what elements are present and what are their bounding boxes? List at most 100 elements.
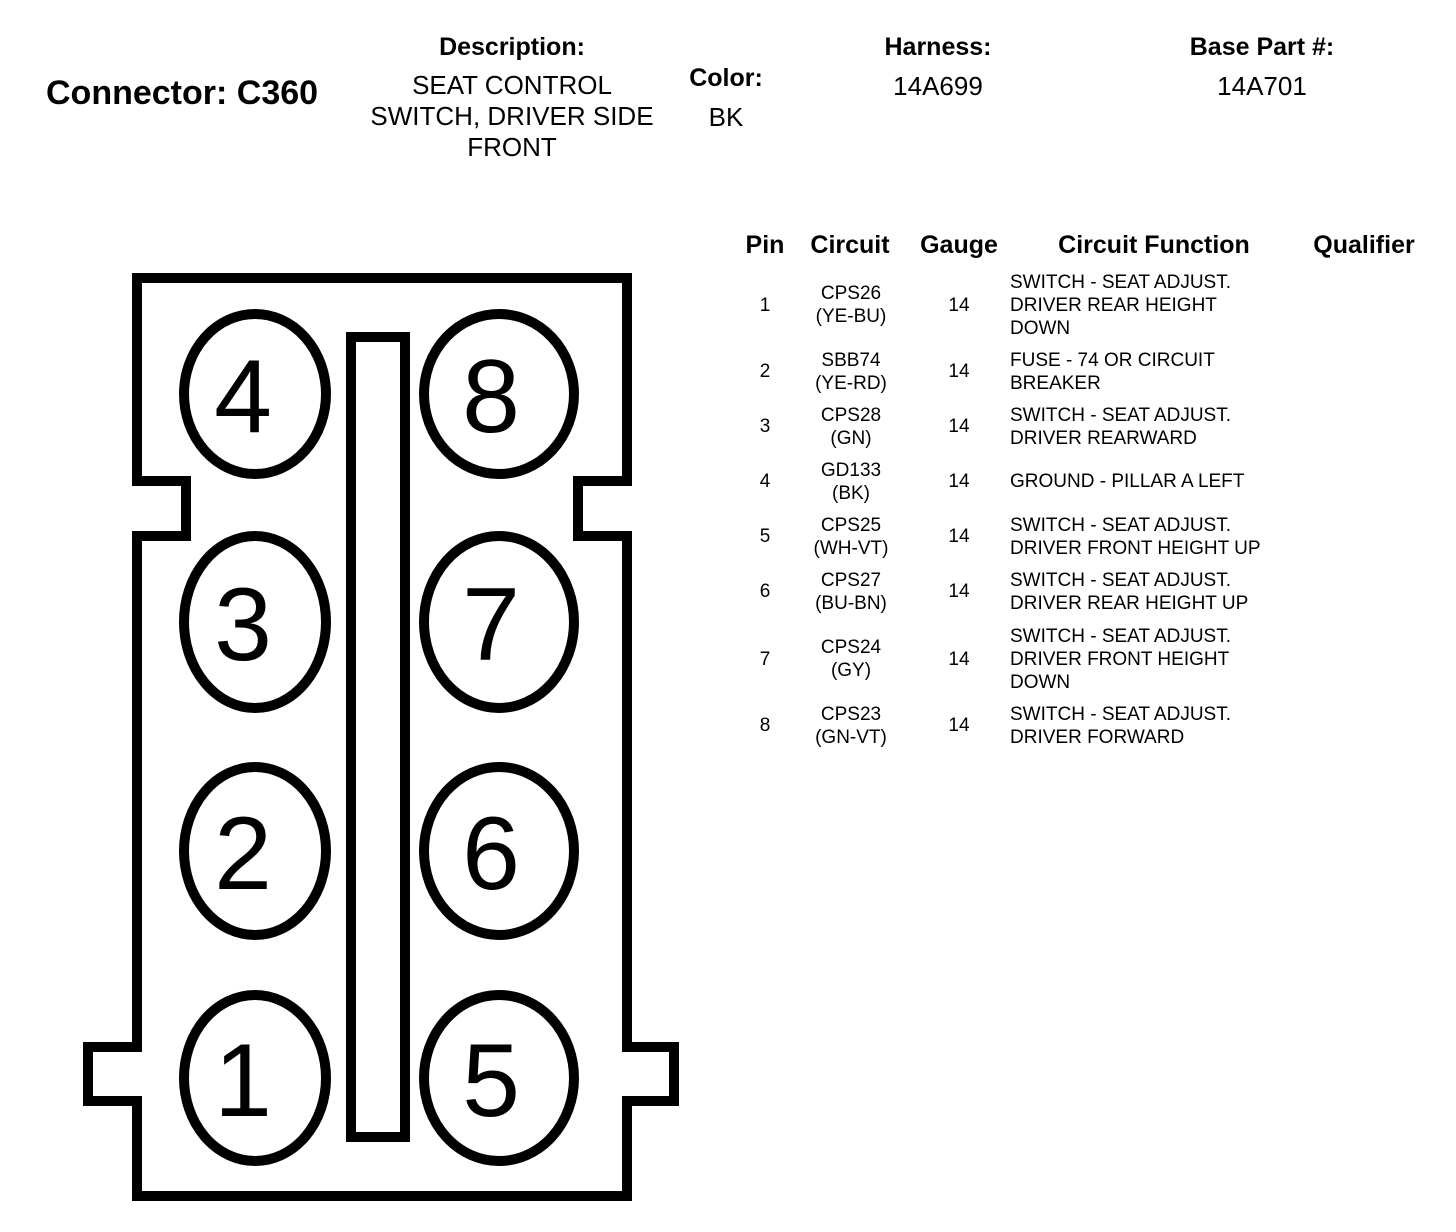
table-row: 2 SBB74 (YE-RD) 14 FUSE - 74 OR CIRCUIT … [737, 348, 1437, 395]
table-row: 3 CPS28 (GN) 14 SWITCH - SEAT ADJUST. DR… [737, 403, 1437, 450]
pin-number: 6 [759, 581, 771, 602]
function-line: DOWN [1010, 317, 1071, 339]
function-line: DRIVER FRONT HEIGHT UP [1010, 537, 1261, 559]
circuit-cell: CPS26 (YE-BU) [803, 270, 899, 340]
description-label: Description: [439, 33, 585, 61]
function-line: SWITCH - SEAT ADJUST. [1010, 625, 1231, 647]
function-line: DRIVER FORWARD [1010, 726, 1185, 748]
circuit-id: CPS25 [820, 514, 882, 536]
pin-label: 8 [462, 339, 520, 455]
pin-number: 2 [759, 361, 771, 382]
circuit-function: SWITCH - SEAT ADJUST. DRIVER FRONT HEIGH… [1010, 513, 1310, 560]
circuit-function: FUSE - 74 OR CIRCUIT BREAKER [1010, 348, 1310, 395]
circuit-cell: CPS25 (WH-VT) [803, 513, 899, 560]
column-header-circuit-function: Circuit Function [1058, 231, 1250, 259]
pin-number: 7 [759, 648, 771, 670]
circuit-id: CPS28 [820, 404, 882, 426]
pin-cavity: 2 [179, 762, 331, 940]
pin-label: 6 [462, 796, 520, 912]
pin-cavity: 1 [179, 990, 331, 1166]
pin-label: 4 [214, 339, 272, 455]
function-line: SWITCH - SEAT ADJUST. [1010, 404, 1231, 426]
circuit-cell: CPS27 (BU-BN) [803, 568, 899, 615]
function-line: SWITCH - SEAT ADJUST. [1010, 703, 1231, 725]
wire-gauge: 14 [948, 648, 970, 670]
wire-color: (YE-RD) [815, 372, 887, 394]
function-line: FUSE - 74 OR CIRCUIT [1010, 349, 1215, 371]
wire-gauge: 14 [948, 715, 970, 736]
wire-color: (BK) [832, 482, 870, 504]
table-row: 5 CPS25 (WH-VT) 14 SWITCH - SEAT ADJUST.… [737, 513, 1437, 560]
connector-title: Connector: C360 [46, 74, 319, 112]
column-header-gauge: Gauge [920, 231, 998, 259]
connector-housing-outline [83, 273, 679, 1201]
color-value: BK [708, 102, 744, 132]
circuit-cell: CPS23 (GN-VT) [803, 702, 899, 749]
function-line: SWITCH - SEAT ADJUST. [1010, 569, 1231, 591]
wire-color: (WH-VT) [813, 537, 889, 559]
function-line: SWITCH - SEAT ADJUST. [1010, 271, 1231, 293]
column-header-pin: Pin [745, 231, 785, 259]
pin-number: 1 [759, 294, 771, 316]
wire-gauge: 14 [948, 294, 970, 316]
table-row: 4 GD133 (BK) 14 GROUND - PILLAR A LEFT [737, 458, 1437, 505]
circuit-id: CPS27 [820, 569, 882, 591]
wire-color: (GY) [830, 660, 872, 681]
column-header-circuit: Circuit [810, 231, 890, 259]
wire-color: (YE-BU) [815, 306, 887, 327]
function-line: BREAKER [1010, 372, 1101, 394]
description-line: FRONT [467, 132, 557, 162]
connector-center-key [346, 332, 410, 1142]
function-line: DRIVER FRONT HEIGHT [1010, 648, 1230, 670]
pin-label: 2 [214, 796, 272, 912]
function-line: DOWN [1010, 671, 1071, 693]
pin-cavity: 6 [419, 762, 579, 940]
column-header-qualifier: Qualifier [1313, 231, 1415, 259]
circuit-cell: CPS24 (GY) [803, 624, 899, 694]
wire-gauge: 14 [948, 471, 970, 492]
description-line: SWITCH, DRIVER SIDE [370, 101, 654, 131]
pin-cavity: 4 [179, 309, 331, 479]
table-row: 8 CPS23 (GN-VT) 14 SWITCH - SEAT ADJUST.… [737, 702, 1437, 749]
pin-number: 3 [759, 416, 771, 437]
circuit-id: CPS26 [820, 283, 882, 304]
circuit-function: SWITCH - SEAT ADJUST. DRIVER REAR HEIGHT… [1010, 568, 1310, 615]
pin-cavity: 5 [419, 990, 579, 1166]
pin-number: 4 [759, 471, 771, 492]
pin-label: 5 [462, 1023, 520, 1139]
function-line: GROUND - PILLAR A LEFT [1010, 471, 1245, 492]
wire-gauge: 14 [948, 526, 970, 547]
circuit-id: CPS23 [820, 703, 882, 725]
harness-label: Harness: [884, 33, 992, 61]
function-line: DRIVER REAR HEIGHT [1010, 294, 1217, 316]
wire-gauge: 14 [948, 361, 970, 382]
wire-color: (GN-VT) [815, 726, 887, 748]
pin-label: 1 [214, 1023, 272, 1139]
table-row: 6 CPS27 (BU-BN) 14 SWITCH - SEAT ADJUST.… [737, 568, 1437, 615]
function-line: DRIVER REARWARD [1010, 427, 1197, 449]
circuit-id: GD133 [820, 459, 882, 481]
pin-number: 8 [759, 715, 771, 736]
wire-color: (GN) [830, 427, 872, 449]
wire-color: (BU-BN) [815, 592, 887, 614]
pin-cavity: 8 [419, 309, 579, 479]
harness-value: 14A699 [893, 71, 983, 101]
function-line: DRIVER REAR HEIGHT UP [1010, 592, 1249, 614]
circuit-function: GROUND - PILLAR A LEFT [1010, 458, 1310, 505]
description-value: SEAT CONTROL SWITCH, DRIVER SIDE FRONT [352, 70, 672, 163]
circuit-cell: SBB74 (YE-RD) [803, 348, 899, 395]
color-label: Color: [689, 64, 763, 92]
circuit-function: SWITCH - SEAT ADJUST. DRIVER REARWARD [1010, 403, 1310, 450]
base-part-value: 14A701 [1217, 71, 1307, 101]
circuit-id: SBB74 [821, 349, 881, 371]
wire-gauge: 14 [948, 581, 970, 602]
circuit-function: SWITCH - SEAT ADJUST. DRIVER FRONT HEIGH… [1010, 624, 1310, 694]
circuit-id: CPS24 [820, 637, 882, 658]
base-part-label: Base Part #: [1189, 33, 1335, 61]
table-row: 1 CPS26 (YE-BU) 14 SWITCH - SEAT ADJUST.… [737, 270, 1437, 340]
pin-cavity: 3 [179, 531, 331, 713]
circuit-cell: CPS28 (GN) [803, 403, 899, 450]
circuit-function: SWITCH - SEAT ADJUST. DRIVER REAR HEIGHT… [1010, 270, 1310, 340]
wire-gauge: 14 [948, 416, 970, 437]
pin-number: 5 [759, 526, 771, 547]
